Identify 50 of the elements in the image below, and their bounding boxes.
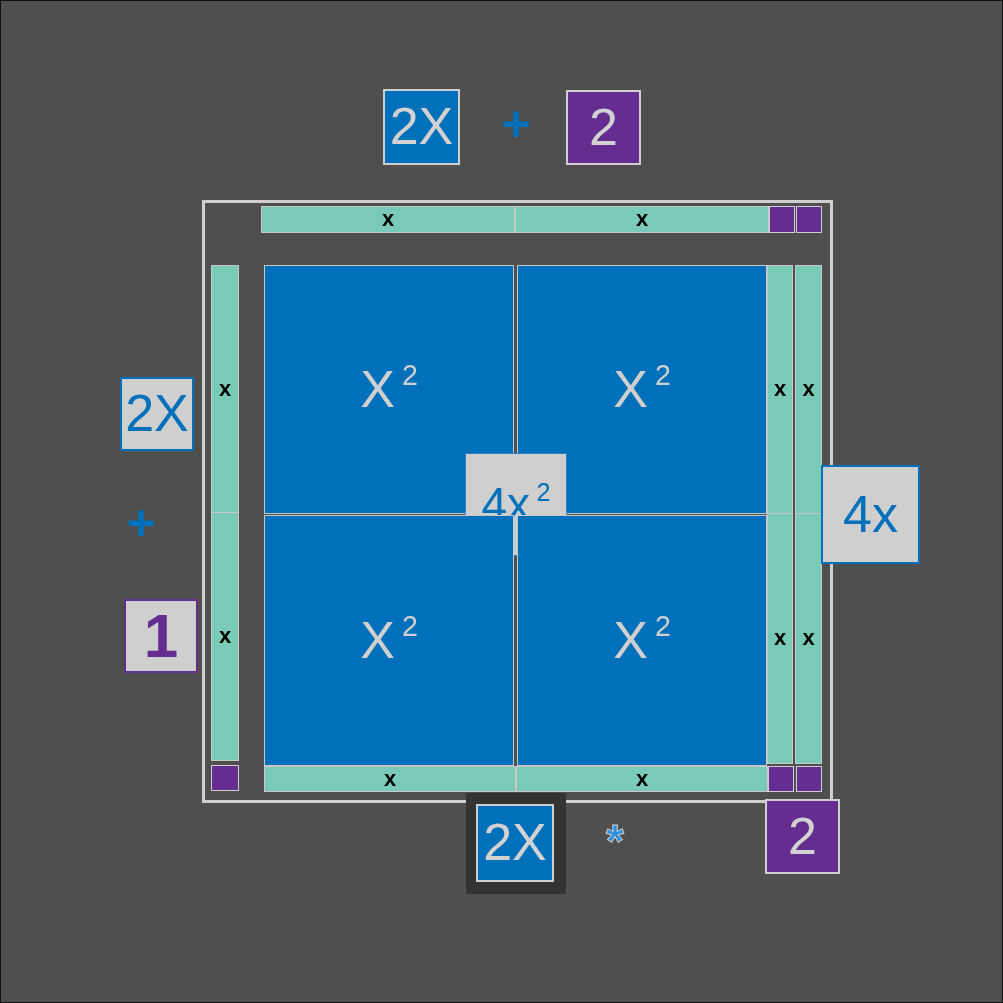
plus-sign: + [501,99,531,149]
tile-label: x [802,626,815,651]
term-label: 4x [843,485,898,544]
strip-tile [211,265,239,513]
tile-frame [202,200,833,803]
backing-square [466,793,566,894]
strip-tile [264,766,516,792]
square-tile [264,515,514,766]
tile-label: x [773,377,787,402]
strip-tile [516,766,768,792]
strip-tile [515,206,769,233]
term-box [124,599,198,673]
strip-tile [795,513,822,764]
tile-label: x [218,376,232,402]
term-box [476,804,554,882]
term-label: 2 [589,98,618,157]
unit-square [769,206,795,233]
term-box [765,799,840,874]
tile-label: x [773,626,787,651]
square-tile [517,515,767,766]
unit-square [796,206,822,233]
tile-label: X$^{2}$ [360,611,418,670]
strip-tile [767,513,793,764]
tile-label: X$^{2}$ [613,611,671,670]
term-label: 1 [143,601,179,671]
tile-label: x [383,766,397,792]
strip-tile [795,265,822,514]
term-box [821,465,920,564]
tile-label: X$^{2}$ [613,360,671,419]
strip-tile [261,206,515,233]
term-label: 2X [483,814,547,872]
tile-label: x [802,377,815,402]
term-box [120,377,194,451]
strip-tile [767,265,793,514]
strip-tile [211,512,239,761]
term-box [383,89,460,165]
term-label: 2X [125,385,189,443]
unit-square [211,765,239,791]
tile-label: x [635,766,649,792]
tile-label: x [381,207,395,232]
unit-square [796,766,822,792]
multiplication-sign: * [606,818,624,864]
unit-square [768,766,794,792]
plus-sign: + [126,498,156,548]
term-label: 2X [389,98,454,156]
term-box [566,90,641,165]
term-label: 2 [788,807,817,866]
tile-label: X$^{2}$ [360,360,418,419]
tile-label: x [635,207,649,232]
tile-label: x [218,624,232,649]
